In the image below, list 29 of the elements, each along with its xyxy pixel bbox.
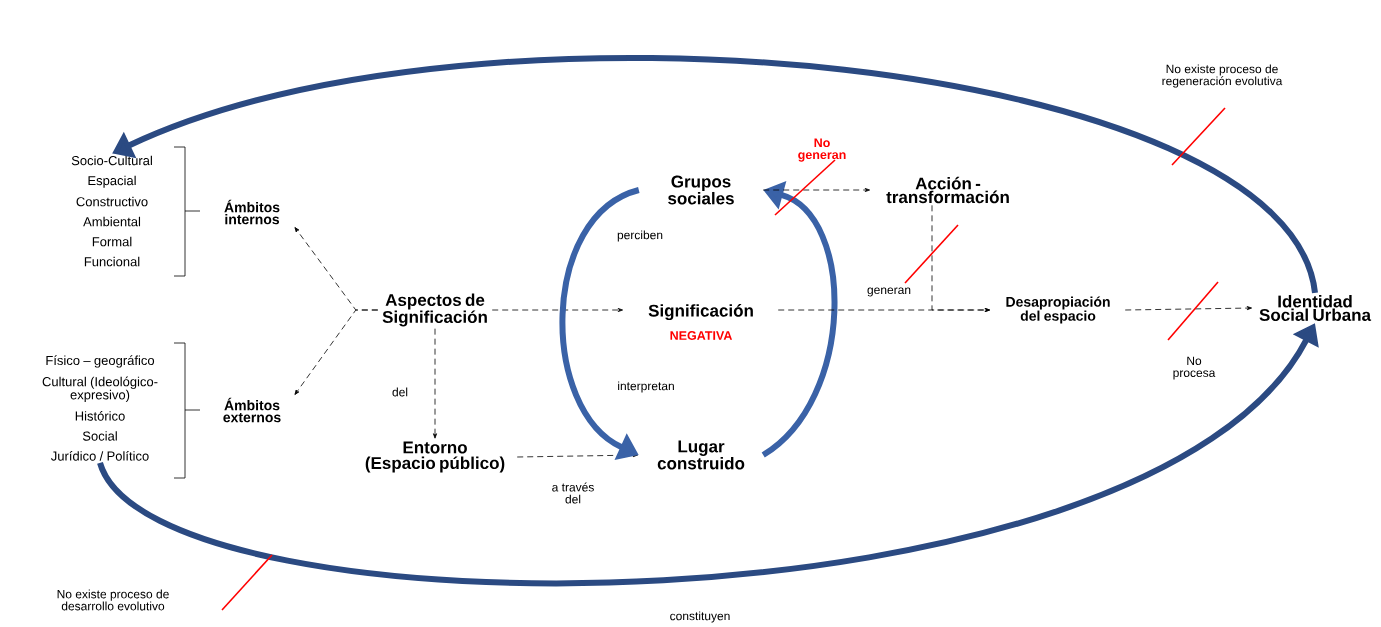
concept-label: Desapropiación del espacio <box>1006 296 1110 324</box>
edge-label: generan <box>867 287 911 297</box>
concept-label: Entorno (Espacio público) <box>365 441 505 473</box>
concept-label: Significación NEGATIVA <box>648 304 753 340</box>
edge-label: No procesa <box>1173 356 1216 380</box>
concept-label: Lugar construido <box>657 440 745 470</box>
dashed-arrow <box>931 204 990 312</box>
edge-label: a través del <box>552 482 594 504</box>
concept-label: Identidad Social Urbana <box>1259 295 1372 321</box>
edge-label: constituyen <box>670 611 730 623</box>
edge-label: del <box>392 387 408 397</box>
concept-label: Aspectos de Significación <box>382 293 487 327</box>
category-list: Socio-Cultural Espacial Constructivo Ambiental Formal Funcional <box>71 155 152 267</box>
note-text: No existe proceso de desarrollo evolutivo <box>57 589 169 611</box>
concept-label: Grupos sociales <box>668 175 734 205</box>
dashed-arrow <box>433 328 437 439</box>
note-text: interpretan <box>618 381 674 393</box>
edge-label: No generan <box>798 138 846 162</box>
concept-label: Ámbitos internos <box>224 199 280 225</box>
dashed-arrow <box>294 309 379 395</box>
note-text: No existe proceso de regeneración evolutiva <box>1162 64 1283 88</box>
dashed-arrow <box>1124 306 1252 311</box>
dashed-arrow <box>762 188 870 192</box>
category-list: Físico – geográfico Cultural (Ideológico-expresivo) Histórico Social Jurídico / Político <box>42 355 158 461</box>
dashed-arrow <box>491 308 623 312</box>
dashed-arrow <box>516 453 638 458</box>
concept-label: Acción - transformación <box>886 176 1009 204</box>
edge-label: perciben <box>617 230 663 242</box>
concept-label: Ámbitos externos <box>223 397 281 423</box>
